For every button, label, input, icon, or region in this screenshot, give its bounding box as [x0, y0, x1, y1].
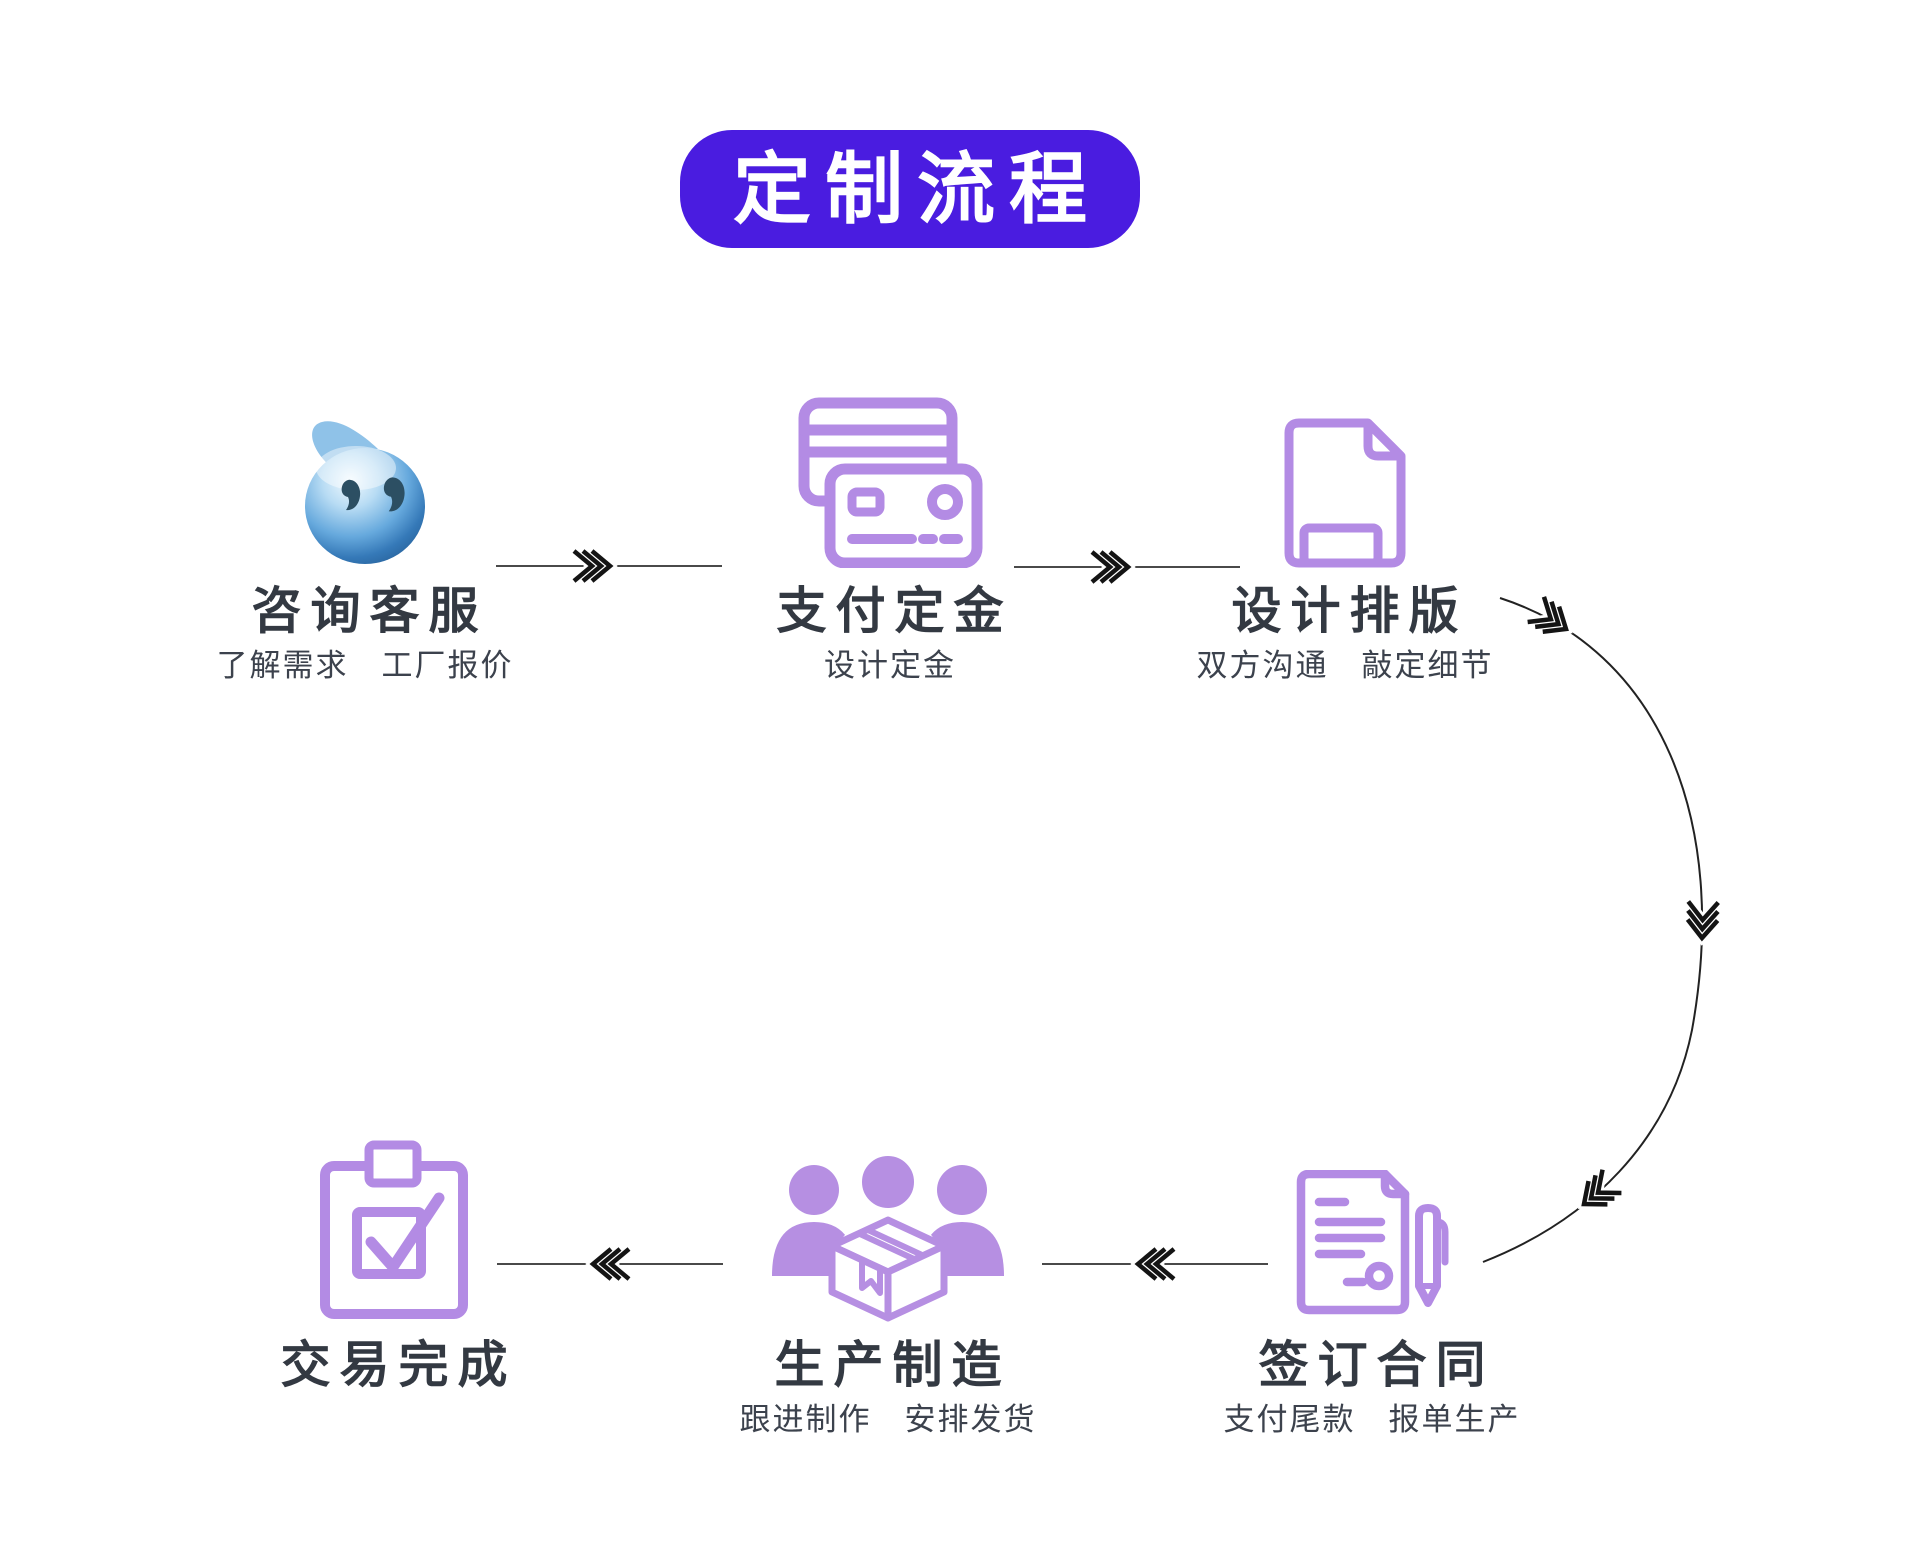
step-deal-complete: 交易完成: [174, 1130, 614, 1437]
step-subtitle: 跟进制作 安排发货: [739, 1402, 1037, 1437]
step-title: 咨询客服: [251, 583, 488, 639]
arrow-contract-to-production: [1042, 1234, 1268, 1294]
step-subtitle: 了解需求 工厂报价: [216, 648, 514, 683]
workers-package-icon: [764, 1130, 1012, 1322]
step-design-layout: 设计排版 双方沟通 敲定细节: [1125, 393, 1565, 683]
step-title: 生产制造: [774, 1337, 1011, 1393]
contract-pen-icon: [1293, 1130, 1451, 1322]
credit-cards-icon: [797, 393, 983, 568]
qq-chat-bubble-icon: [298, 393, 433, 568]
step-title: 交易完成: [280, 1337, 517, 1393]
step-subtitle: 设计定金: [824, 648, 956, 683]
document-page-icon: [1284, 393, 1406, 568]
step-subtitle: 双方沟通 敲定细节: [1196, 648, 1494, 683]
clipboard-check-icon: [319, 1130, 469, 1322]
step-title: 支付定金: [776, 583, 1013, 639]
step-consult-service: 咨询客服 了解需求 工厂报价: [145, 393, 585, 683]
arrow-production-to-complete: [497, 1234, 723, 1294]
title-badge: 定制流程: [680, 130, 1140, 248]
arc-design-to-contract: [1482, 560, 1780, 1263]
step-subtitle: 支付尾款 报单生产: [1223, 1402, 1521, 1437]
arrow-deposit-to-design: [1014, 537, 1240, 597]
step-production: 生产制造 跟进制作 安排发货: [668, 1130, 1108, 1437]
step-sign-contract: 签订合同 支付尾款 报单生产: [1152, 1130, 1592, 1437]
page-title: 定制流程: [732, 145, 1101, 233]
step-title: 签订合同: [1258, 1337, 1495, 1393]
step-title: 设计排版: [1231, 583, 1468, 639]
step-pay-deposit: 支付定金 设计定金: [670, 393, 1110, 683]
arrow-consult-to-deposit: [496, 536, 722, 596]
